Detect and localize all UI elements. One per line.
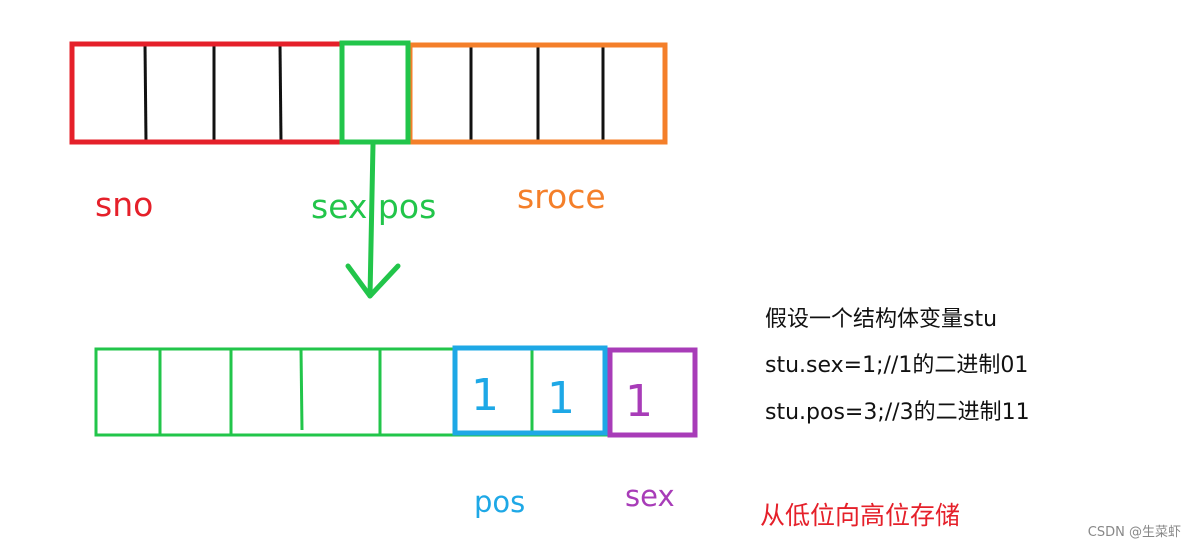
sno-divider-3 bbox=[278, 43, 283, 143]
watermark: CSDN @生菜虾 bbox=[1087, 525, 1181, 540]
top-byte-row bbox=[69, 40, 668, 145]
sno-box bbox=[70, 42, 344, 144]
storage-order-note: 从低位向高位存储 bbox=[760, 501, 961, 530]
pos-bits-box bbox=[452, 345, 608, 436]
sno-block bbox=[69, 41, 345, 145]
sroce-block bbox=[407, 42, 668, 145]
sex-bit-box bbox=[607, 347, 698, 438]
note-pos-assignment: stu.pos=3;//3的二进制11 bbox=[765, 400, 1030, 425]
sex-label: sex bbox=[625, 479, 675, 513]
arrow-down-icon bbox=[345, 141, 401, 299]
arrow-shaft bbox=[367, 141, 376, 299]
bit-row: 1 1 1 bbox=[94, 345, 698, 438]
sex-pos-label: sex pos bbox=[311, 187, 437, 226]
bit-divider-3 bbox=[299, 348, 304, 431]
sno-outline bbox=[69, 41, 345, 145]
sroce-label: sroce bbox=[517, 177, 606, 216]
sno-divider-1 bbox=[143, 43, 148, 143]
sno-label: sno bbox=[95, 185, 154, 224]
arrow-head bbox=[345, 263, 401, 299]
pos-label: pos bbox=[474, 485, 526, 519]
pos-bit-value-2: 1 bbox=[547, 373, 575, 424]
note-sex-assignment: stu.sex=1;//1的二进制01 bbox=[765, 353, 1029, 378]
sex-pos-byte-box bbox=[339, 40, 411, 145]
pos-bit-value-1: 1 bbox=[471, 370, 499, 421]
sex-bit-value: 1 bbox=[625, 376, 653, 427]
note-struct-variable: 假设一个结构体变量stu bbox=[765, 307, 998, 332]
